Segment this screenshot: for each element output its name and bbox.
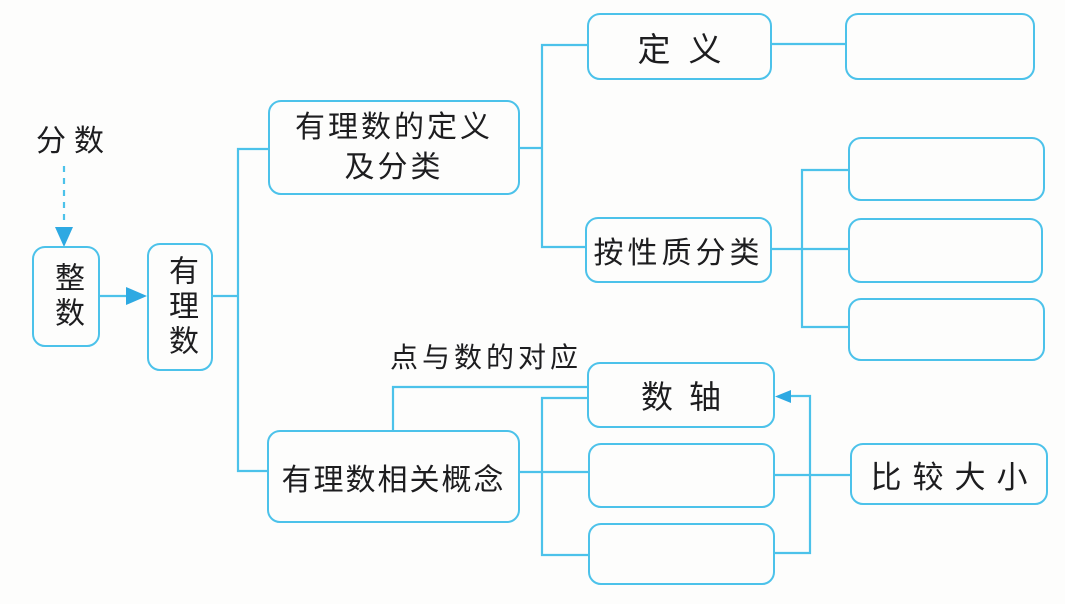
node-classification-by-property: 按性质分类 [585,217,772,283]
connector-rational-branches [213,147,268,473]
connector-related-branches [520,396,588,557]
node-classification-by-property-label: 按性质分类 [593,236,764,271]
node-definition-classification-label: 有理数的定义及分类 [295,109,493,185]
node-compare-magnitude-label: 比较大小 [870,459,1039,496]
empty-box-property-1 [848,137,1045,201]
node-integer-label: 整数 [49,261,84,332]
node-compare-magnitude: 比较大小 [850,443,1048,505]
node-rational-label: 有理数 [163,254,198,360]
arrow-right-icon [126,287,147,305]
node-related-concepts: 有理数相关概念 [267,430,520,523]
node-rational: 有理数 [147,243,213,371]
arrow-down-icon [55,227,73,247]
connector-property-branches [772,168,848,329]
empty-box-property-2 [848,218,1043,283]
point-number-correspondence-label: 点与数的对应 [390,341,583,374]
connector-annotation-elbow [391,385,587,430]
node-related-concepts-label: 有理数相关概念 [281,462,506,498]
connector-defclass-branches [520,43,587,249]
connector-bottom-to-numberline [775,394,812,555]
node-definition-classification: 有理数的定义及分类 [268,100,520,195]
empty-box-property-3 [848,298,1045,361]
node-integer: 整数 [32,246,100,347]
fraction-label: 分数 [36,124,112,159]
node-definition-label: 定义 [637,29,740,69]
arrow-left-icon [775,390,791,403]
empty-box-definition-blank [845,13,1035,80]
empty-box-concept-mid [588,443,775,508]
node-number-line: 数轴 [587,362,775,428]
node-definition: 定义 [587,13,772,80]
empty-box-concept-bottom [588,523,775,585]
node-number-line-label: 数轴 [640,378,737,416]
